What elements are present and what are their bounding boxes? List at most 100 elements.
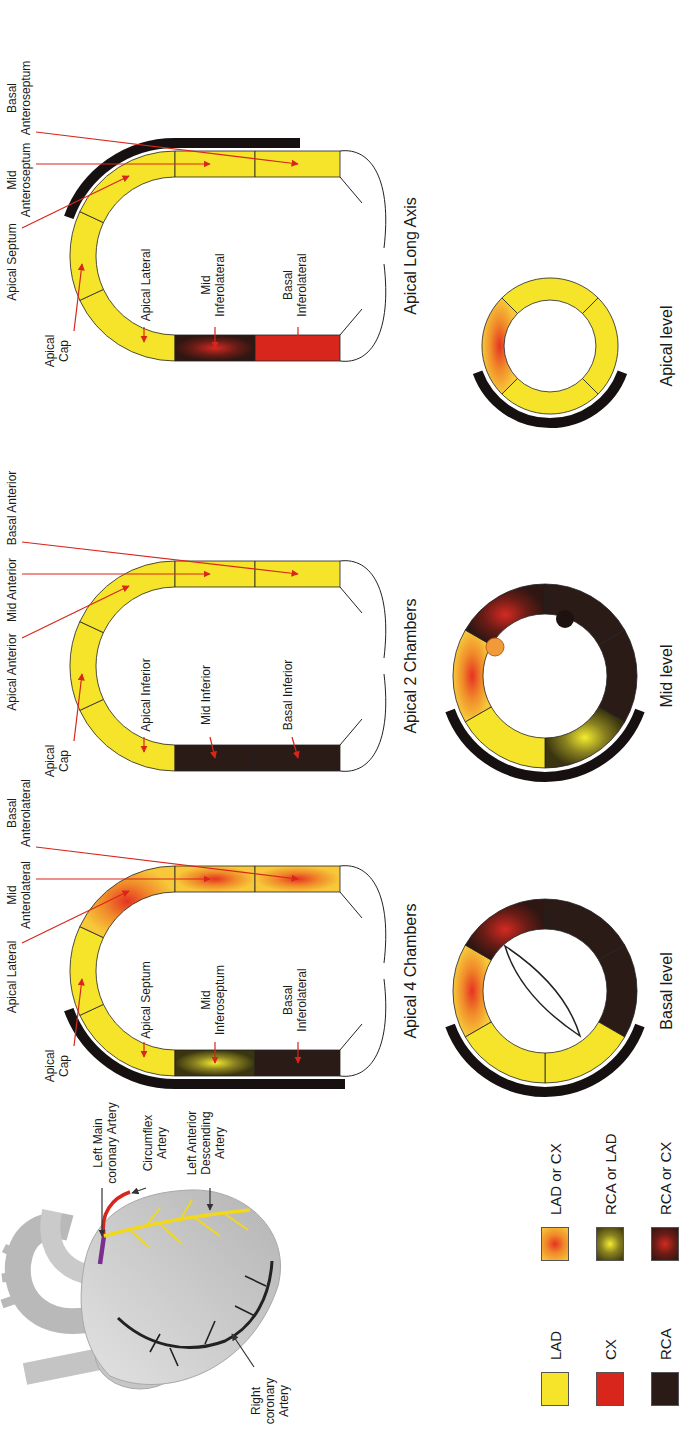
wall-segment: [545, 1022, 625, 1083]
wall-segment: [465, 1022, 545, 1083]
legend-text: LAD: [547, 1331, 564, 1360]
segment-label: Mid Anteroseptum: [6, 140, 34, 220]
wall-segment: [465, 899, 545, 960]
leader-arrow: [143, 327, 144, 342]
segment-label: Apical Lateral: [6, 937, 20, 1017]
legend-swatch: [596, 1372, 624, 1406]
valve-outline: [340, 866, 386, 1077]
wall-segment: [80, 151, 175, 223]
papillary-muscle: [486, 638, 504, 656]
segment-label: Apical Cap: [44, 1040, 72, 1092]
leader-arrow: [297, 1042, 298, 1063]
segment-label: Right coronary Artery: [250, 1369, 291, 1433]
wall-segment: [465, 707, 545, 768]
legend-text: CX: [602, 1339, 619, 1360]
right-coronary-artery: [118, 1261, 272, 1366]
leader-arrow: [101, 1188, 102, 1236]
segment-label: Basal Anterior: [6, 468, 20, 548]
leader-arrow: [214, 1042, 215, 1063]
segment-label: Apical Septum: [6, 222, 20, 302]
view-title: Basal level: [658, 911, 676, 1071]
wall-segment: [453, 630, 491, 722]
view-title: Apical 4 Chambers: [402, 861, 420, 1081]
right-ventricle-wall: [478, 372, 623, 423]
mitral-valve: [505, 946, 580, 1036]
wall-segment: [583, 298, 619, 394]
leader-arrow: [36, 132, 298, 164]
wall-segment: [80, 289, 175, 361]
heart-illustration: [2, 1190, 280, 1389]
papillary-muscle: [556, 610, 574, 628]
leader-arrow: [36, 847, 298, 879]
leader-arrow: [22, 176, 129, 228]
valve-outline: [340, 561, 386, 772]
segment-label: Circumflex Artery: [142, 1100, 170, 1186]
legend-swatch: [541, 1372, 569, 1406]
lad-artery: [104, 1200, 250, 1248]
segment-label: Left Main coronary Artery: [92, 1100, 120, 1186]
wall-segment: [502, 379, 598, 415]
legend-swatch: [541, 1227, 569, 1261]
wall-segment: [545, 584, 625, 645]
right-ventricle-wall: [450, 1026, 640, 1092]
legend-text: LAD or CX: [547, 1143, 564, 1215]
segment-label: Mid Inferoseptum: [200, 960, 228, 1040]
segment-label: Left Anterior Descending Artery: [186, 1100, 227, 1186]
segment-label: Mid Anterior: [6, 550, 20, 630]
view-title: Apical Long Axis: [402, 146, 420, 366]
leader-arrow: [22, 542, 298, 574]
segment-label: Apical Lateral: [140, 245, 154, 325]
wall-segment: [545, 899, 625, 960]
leader-arrow: [210, 737, 215, 758]
segment-label: Basal Inferolateral: [282, 960, 310, 1040]
leader-arrow: [22, 891, 129, 943]
segment-label: Basal Inferior: [282, 655, 296, 735]
segment-label: Apical Cap: [44, 735, 72, 787]
segment-label: Apical Cap: [44, 325, 72, 377]
segment-label: Mid Inferior: [200, 655, 214, 735]
wall-segment: [453, 945, 491, 1037]
valve-outline: [340, 151, 386, 362]
legend-text: RCA or LAD: [602, 1133, 619, 1215]
segment-label: Basal Anterolateral: [6, 773, 34, 853]
segment-label: Apical Anterior: [6, 632, 20, 712]
leader-arrow: [22, 586, 129, 638]
leader-arrow: [209, 1188, 210, 1210]
segment-label: Apical Septum: [140, 960, 154, 1040]
view-title: Mid level: [658, 596, 676, 756]
leader-arrow: [22, 573, 210, 574]
leader-arrow: [74, 674, 82, 741]
wall-segment: [599, 630, 637, 722]
wall-segment: [482, 298, 518, 394]
leader-arrow: [297, 327, 298, 348]
legend-swatch: [651, 1227, 679, 1261]
segment-label: Basal Anteroseptum: [6, 58, 34, 138]
view-title: Apical 2 Chambers: [402, 556, 420, 776]
leader-arrow: [232, 1334, 254, 1367]
leader-arrow: [143, 737, 144, 752]
wall-segment: [465, 584, 545, 645]
wall-segment: [80, 699, 175, 771]
wall-segment: [70, 622, 103, 711]
leader-arrow: [292, 737, 298, 758]
legend-swatch: [596, 1227, 624, 1261]
leader-arrow: [143, 1042, 144, 1057]
segment-label: Basal Inferolateral: [282, 245, 310, 325]
right-ventricle-wall: [69, 143, 300, 217]
right-ventricle-wall: [450, 711, 640, 777]
left-main-artery: [100, 1236, 104, 1264]
leader-arrow: [74, 264, 82, 331]
wall-segment: [502, 278, 598, 314]
wall-segment: [70, 927, 103, 1016]
wall-segment: [80, 1004, 175, 1076]
wall-segment: [70, 212, 103, 301]
wall-segment: [80, 866, 175, 938]
wall-segment: [80, 561, 175, 633]
leader-arrow: [132, 1188, 146, 1193]
leader-arrow: [214, 327, 215, 348]
segment-label: Apical Inferior: [140, 655, 154, 735]
leader-arrow: [36, 163, 210, 164]
